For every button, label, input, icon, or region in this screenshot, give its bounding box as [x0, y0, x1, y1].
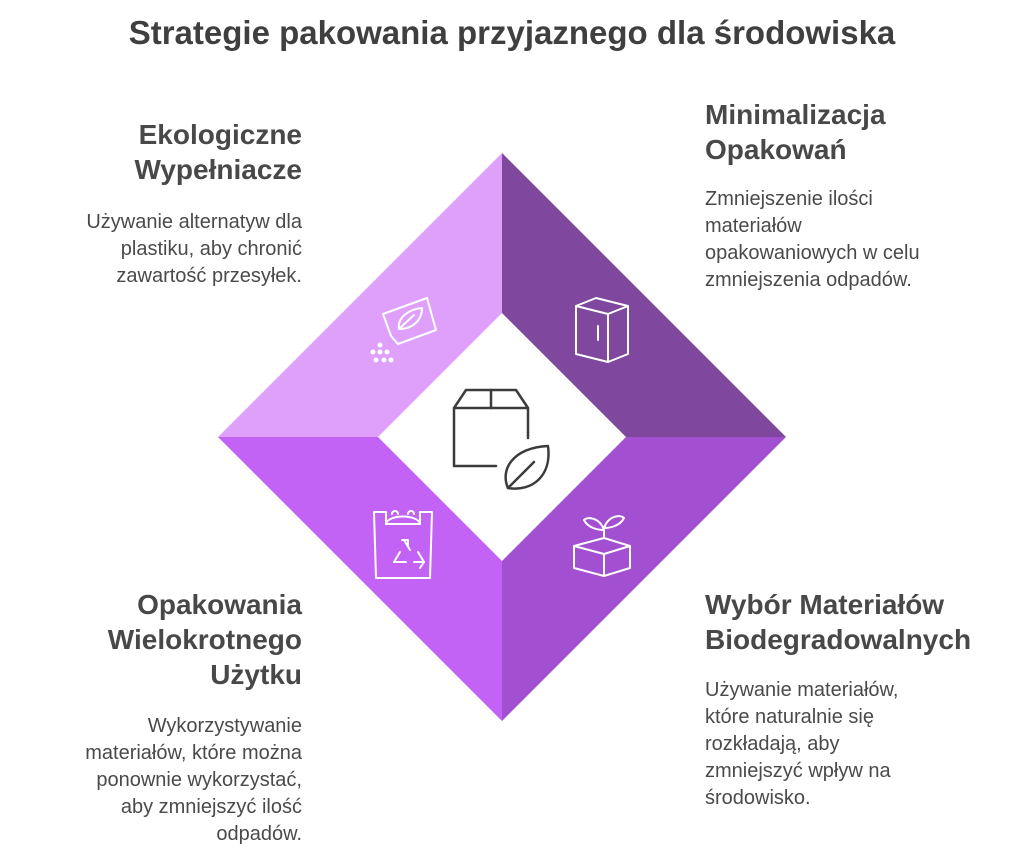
recycle-bag-icon — [373, 510, 433, 579]
description-packaging-minimization: Zmniejszenie ilości materiałów opakowani… — [705, 188, 920, 291]
page-title: Strategie pakowania przyjaznego dla środ… — [128, 14, 896, 51]
description-reusable-packaging: Wykorzystywanie materiałów, które można … — [85, 715, 302, 845]
quadrant-bottom-right — [502, 437, 786, 721]
heading-biodegradable-materials: Wybór Materiałów Biodegradowalnych — [705, 589, 972, 655]
eco-box-leaf-icon — [452, 388, 550, 490]
quadrant-top-right — [502, 153, 786, 437]
description-biodegradable-materials: Używanie materiałów, które naturalnie si… — [705, 679, 899, 809]
sprout-box-icon — [573, 515, 631, 577]
quadrant-top-left — [218, 153, 502, 437]
heading-ecological-fillers: Ekologiczne Wypełniacze — [134, 119, 302, 185]
quadrant-bottom-left — [218, 437, 502, 721]
heading-packaging-minimization: Minimalizacja Opakowań — [705, 99, 886, 165]
packing-filler-leaf-icon — [370, 297, 437, 363]
box-package-icon — [575, 297, 629, 363]
heading-reusable-packaging: Opakowania Wielokrotnego Użytku — [107, 589, 302, 690]
center-diamond — [380, 315, 624, 559]
description-ecological-fillers: Używanie alternatyw dla plastiku, aby ch… — [86, 211, 302, 287]
